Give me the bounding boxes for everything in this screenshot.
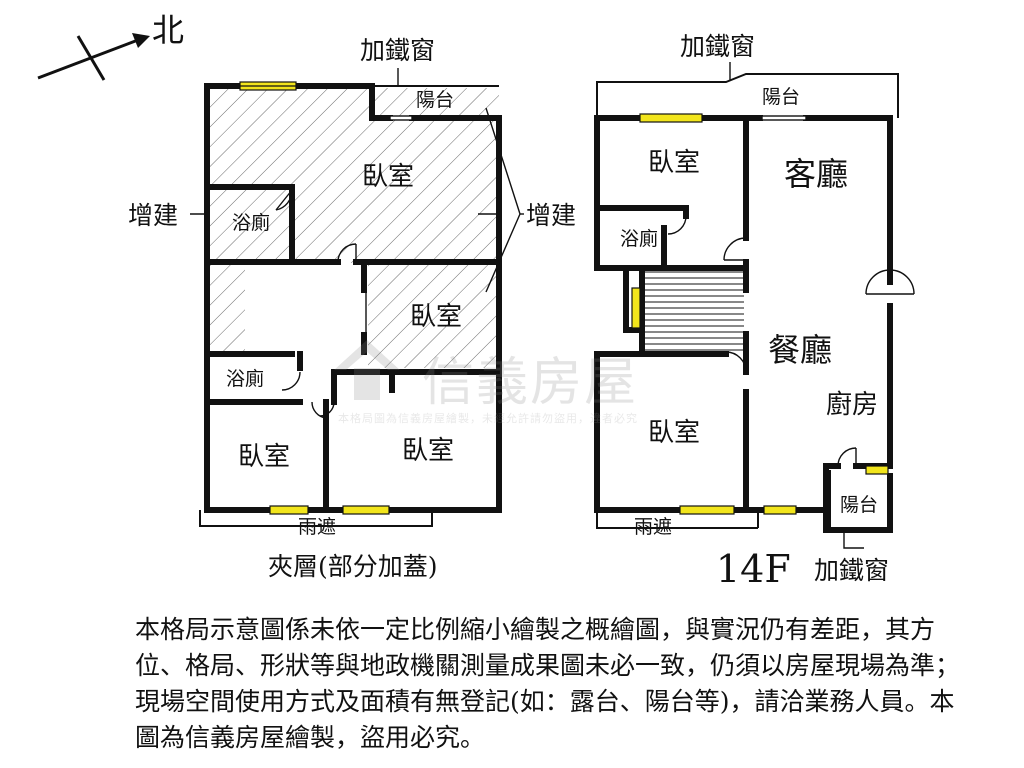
left-top-callout: 加鐵窗 [360,36,436,65]
room-bedroom-bottom-left: 臥室 [238,442,291,472]
left-walls [204,83,502,513]
room-bedroom-top-right: 臥室 [648,148,701,178]
left-doors [275,115,413,419]
left-side-callout: 增建 [128,201,179,230]
left-rain-cover-label: 雨遮 [298,516,337,538]
stair-treads [644,271,744,351]
left-plan-caption: 夾層(部分加蓋) [268,552,438,581]
right-balcony-top-label: 陽台 [762,86,801,108]
room-bedroom-bottom-right-plan: 臥室 [648,418,701,448]
hatched-area-left [209,263,245,351]
room-kitchen: 廚房 [826,390,879,420]
right-rain-cover [596,510,758,529]
watermark: 信義房屋 本格局圖為信義房屋繪製，未經允許請勿盜用，違者必究 [332,338,697,425]
right-callout-lines [729,62,864,549]
room-bedroom-bottom-right: 臥室 [402,436,455,466]
right-plan [594,62,915,549]
room-bath-right: 浴廁 [620,228,659,250]
right-side-callout: 增建 [526,201,577,230]
hatched-area-middle [368,263,499,368]
right-windows [631,113,889,515]
room-living: 客廳 [784,155,849,193]
right-bottom-callout: 加鐵窗 [814,556,890,585]
right-doors [667,115,915,467]
disclaimer-text: 本格局示意圖係未依一定比例縮小繪製之概繪圖，與實況仍有差距，其方位、格局、形狀等… [135,615,961,752]
left-windows [239,81,390,515]
room-bedroom-middle: 臥室 [410,302,463,332]
room-bath-top: 浴廁 [232,212,271,234]
hatched-area-top [209,88,499,263]
compass-north-label: 北 [152,11,185,49]
left-callout-lines [190,68,524,293]
left-balcony-label: 陽台 [416,89,455,111]
left-rain-cover [199,510,433,527]
room-dining: 餐廳 [768,331,833,369]
room-bath-lower: 浴廁 [226,368,265,390]
right-rain-cover-label: 雨遮 [634,516,673,538]
floor-label: 14F [716,547,791,591]
watermark-logo-icon [334,340,400,400]
compass-arrow [37,33,150,81]
left-plan [190,68,524,527]
right-balcony-bottom-label: 陽台 [840,494,879,516]
watermark-brand: 信義房屋 [422,353,639,413]
right-balcony-outlines [596,73,899,530]
room-bedroom-main: 臥室 [362,162,415,192]
watermark-subtext: 本格局圖為信義房屋繪製，未經允許請勿盜用，違者必究 [338,412,638,425]
right-top-callout: 加鐵窗 [680,32,756,61]
